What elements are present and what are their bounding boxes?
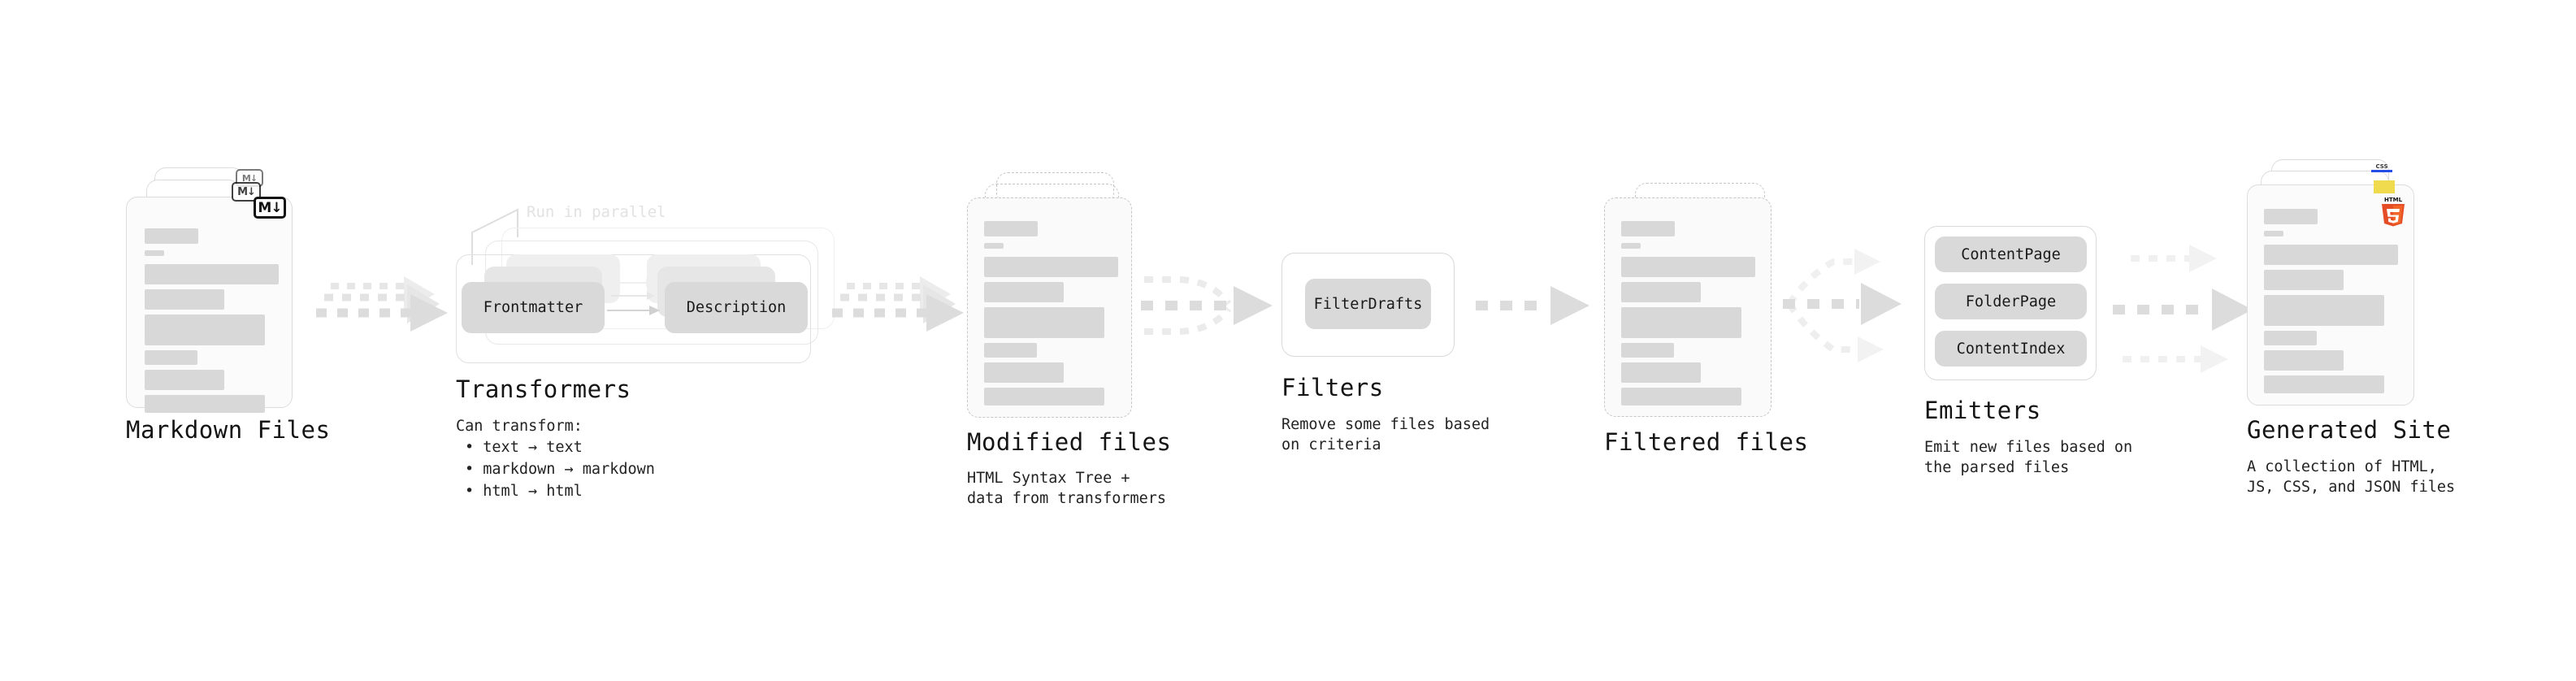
skeleton-bar <box>1621 388 1741 406</box>
skeleton-bar <box>2264 350 2344 371</box>
generated-site-description: A collection of HTML, JS, CSS, and JSON … <box>2247 458 2456 496</box>
connector-modified-to-filters <box>1141 276 1273 335</box>
transformer-frame-front <box>456 254 811 363</box>
connector-filtered-to-emitters <box>1783 249 1902 362</box>
skeleton-bar <box>1621 343 1674 358</box>
skeleton-bar <box>984 257 1118 277</box>
skeleton-bar <box>145 395 265 413</box>
markdown-card-front <box>126 197 293 413</box>
skeleton-bar <box>1621 221 1675 236</box>
transformers-bullet-0: • text → text <box>465 439 583 456</box>
skeleton-bar <box>984 388 1104 406</box>
skeleton-bar <box>2264 375 2384 393</box>
css-icon-bar <box>2371 170 2392 172</box>
skeleton-bar <box>2264 245 2398 265</box>
transformer-chip-description[interactable]: Description <box>665 282 808 333</box>
js-icon <box>2374 180 2395 193</box>
svg-text:HTML: HTML <box>2384 197 2403 203</box>
skeleton-bar <box>984 343 1037 358</box>
transformers-bullet-2: • html → html <box>465 483 583 500</box>
skeleton-bar <box>1621 307 1741 338</box>
run-in-parallel-hint: Run in parallel <box>527 203 666 221</box>
emitter-chip-folderpage[interactable]: FolderPage <box>1935 284 2087 319</box>
transformers-bullet-1: • markdown → markdown <box>465 461 655 478</box>
skeleton-bar <box>984 221 1038 236</box>
skeleton-bar <box>2264 209 2318 224</box>
skeleton-bar <box>145 250 164 256</box>
skeleton-bar <box>1621 243 1641 249</box>
skeleton-bar <box>984 282 1064 302</box>
skeleton-bar <box>2264 231 2283 236</box>
modified-card-front <box>967 197 1132 418</box>
skeleton-bar <box>145 370 224 390</box>
run-in-parallel-bracket <box>471 208 518 265</box>
skeleton-bar <box>1621 282 1701 302</box>
skeleton-bar <box>2264 331 2317 345</box>
filters-description: Remove some files based on criteria <box>1281 416 1490 453</box>
transformer-inner-arrows <box>607 279 660 315</box>
stage-title-transformers: Transformers <box>456 375 631 403</box>
skeleton-bar <box>145 264 279 284</box>
connector-emitters-to-site <box>2113 245 2253 373</box>
connector-transformers-to-modified <box>832 276 964 332</box>
skeleton-bar <box>1621 257 1755 277</box>
markdown-icon: M↓ <box>254 197 286 219</box>
emitter-chip-contentindex[interactable]: ContentIndex <box>1935 331 2087 367</box>
connector-filters-to-filtered <box>1476 286 1589 325</box>
css-icon: CSS <box>2371 163 2392 173</box>
stage-title-markdown-files: Markdown Files <box>126 416 331 444</box>
stage-title-generated-site: Generated Site <box>2247 416 2452 444</box>
transformer-chip-frontmatter[interactable]: Frontmatter <box>462 282 605 333</box>
css-icon-label: CSS <box>2375 163 2388 170</box>
skeleton-bar <box>2264 270 2344 290</box>
skeleton-bar <box>1621 362 1701 383</box>
emitter-chip-contentpage[interactable]: ContentPage <box>1935 236 2087 272</box>
skeleton-bar <box>984 307 1104 338</box>
filtered-card-front <box>1604 197 1772 417</box>
skeleton-bar <box>145 314 265 345</box>
skeleton-bar <box>145 350 197 365</box>
modified-files-description: HTML Syntax Tree + data from transformer… <box>967 470 1167 507</box>
filter-chip-filterdrafts[interactable]: FilterDrafts <box>1305 279 1431 329</box>
html5-icon: HTML <box>2382 197 2405 227</box>
skeleton-bar <box>145 228 198 244</box>
stage-title-filtered-files: Filtered files <box>1604 428 1809 456</box>
connector-md-to-transformers <box>316 276 448 332</box>
skeleton-bar <box>984 362 1064 383</box>
transformers-description: Can transform: <box>456 418 583 435</box>
emitters-description: Emit new files based on the parsed files <box>1924 439 2133 476</box>
skeleton-bar <box>2264 295 2384 326</box>
skeleton-bar <box>984 243 1004 249</box>
stage-title-modified-files: Modified files <box>967 428 1172 456</box>
skeleton-bar <box>145 289 224 310</box>
stage-title-filters: Filters <box>1281 374 1384 401</box>
stage-title-emitters: Emitters <box>1924 397 2041 424</box>
